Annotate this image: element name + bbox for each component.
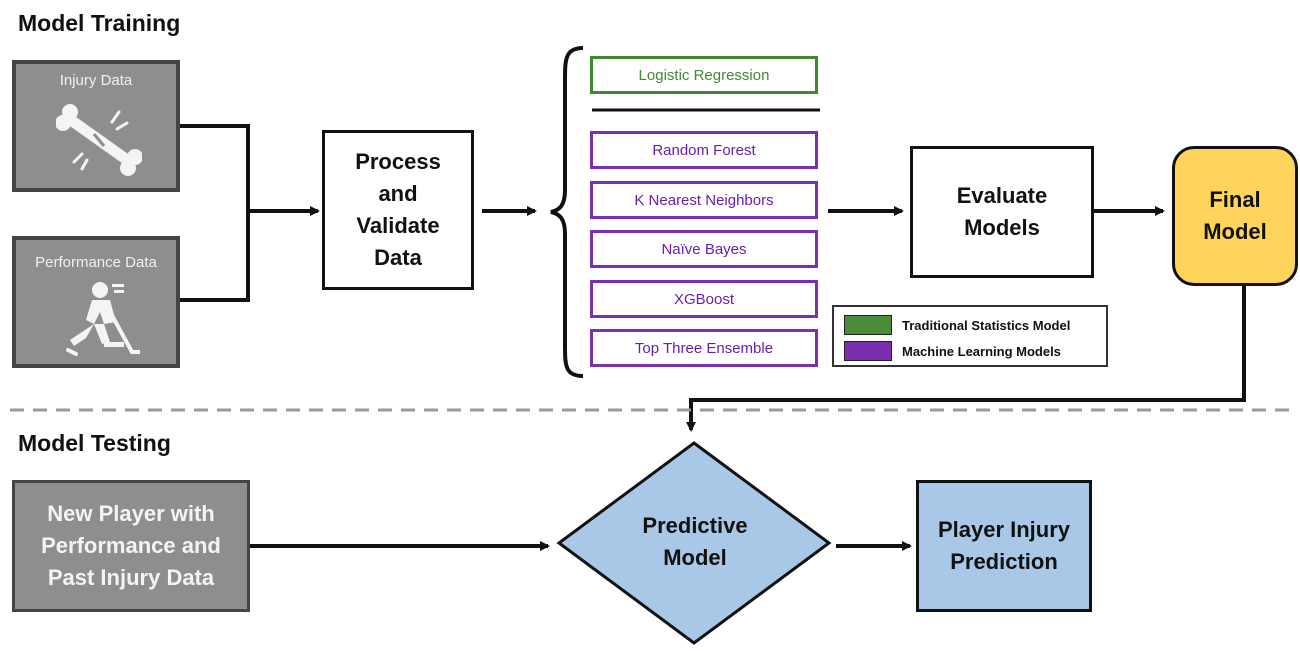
legend-swatch-green xyxy=(844,315,892,335)
legend-traditional: Traditional Statistics Model xyxy=(844,315,1070,335)
injury-data-label: Injury Data xyxy=(59,72,133,89)
new-player-line-3: Past Injury Data xyxy=(47,565,215,590)
legend-ml: Machine Learning Models xyxy=(844,341,1061,361)
legend-traditional-label: Traditional Statistics Model xyxy=(902,317,1071,333)
input-merge-line xyxy=(178,124,250,302)
evaluate-line-2: Models xyxy=(964,215,1040,240)
model-testing-title: Model Testing xyxy=(18,430,171,456)
final-model-box: Final Model xyxy=(1172,146,1298,286)
predictive-line-2: Model xyxy=(663,545,727,570)
hockey-player-icon xyxy=(66,282,140,356)
final-line-1: Final xyxy=(1209,187,1261,212)
legend-swatch-purple xyxy=(844,341,892,361)
process-validate-box: Process and Validate Data xyxy=(322,130,474,290)
performance-data-box: Performance Data xyxy=(12,236,180,368)
process-line-4: Data xyxy=(374,245,422,270)
model-training-title: Model Training xyxy=(18,10,181,36)
model-xgboost: XGBoost xyxy=(590,280,818,318)
legend-ml-label: Machine Learning Models xyxy=(902,343,1061,359)
model-logistic-regression: Logistic Regression xyxy=(590,56,818,94)
predictive-model-diamond xyxy=(556,441,832,645)
legend: Traditional Statistics Model Machine Lea… xyxy=(832,305,1108,367)
evaluate-line-1: Evaluate xyxy=(956,183,1048,208)
prediction-line-1: Player Injury xyxy=(937,517,1071,542)
new-player-box: New Player with Performance and Past Inj… xyxy=(12,480,250,612)
predictive-model-label: Predictive Model xyxy=(580,510,810,574)
models-brace xyxy=(550,46,584,378)
process-line-1: Process xyxy=(355,149,441,174)
evaluate-models-box: Evaluate Models xyxy=(910,146,1094,278)
arrow-final-to-predictive xyxy=(686,286,1246,432)
process-line-2: and xyxy=(378,181,418,206)
new-player-line-2: Performance and xyxy=(41,533,221,558)
final-line-2: Model xyxy=(1203,219,1267,244)
new-player-line-1: New Player with xyxy=(47,501,215,526)
model-naive-bayes: Naïve Bayes xyxy=(590,230,818,268)
bone-icon xyxy=(56,104,142,176)
injury-data-box: Injury Data xyxy=(12,60,180,192)
prediction-line-2: Prediction xyxy=(950,549,1058,574)
predictive-line-1: Predictive xyxy=(642,513,748,538)
model-knn: K Nearest Neighbors xyxy=(590,181,818,219)
model-top-three-ensemble: Top Three Ensemble xyxy=(590,329,818,367)
player-injury-prediction-box: Player Injury Prediction xyxy=(916,480,1092,612)
performance-data-label: Performance Data xyxy=(35,254,157,271)
process-line-3: Validate xyxy=(356,213,440,238)
model-random-forest: Random Forest xyxy=(590,131,818,169)
